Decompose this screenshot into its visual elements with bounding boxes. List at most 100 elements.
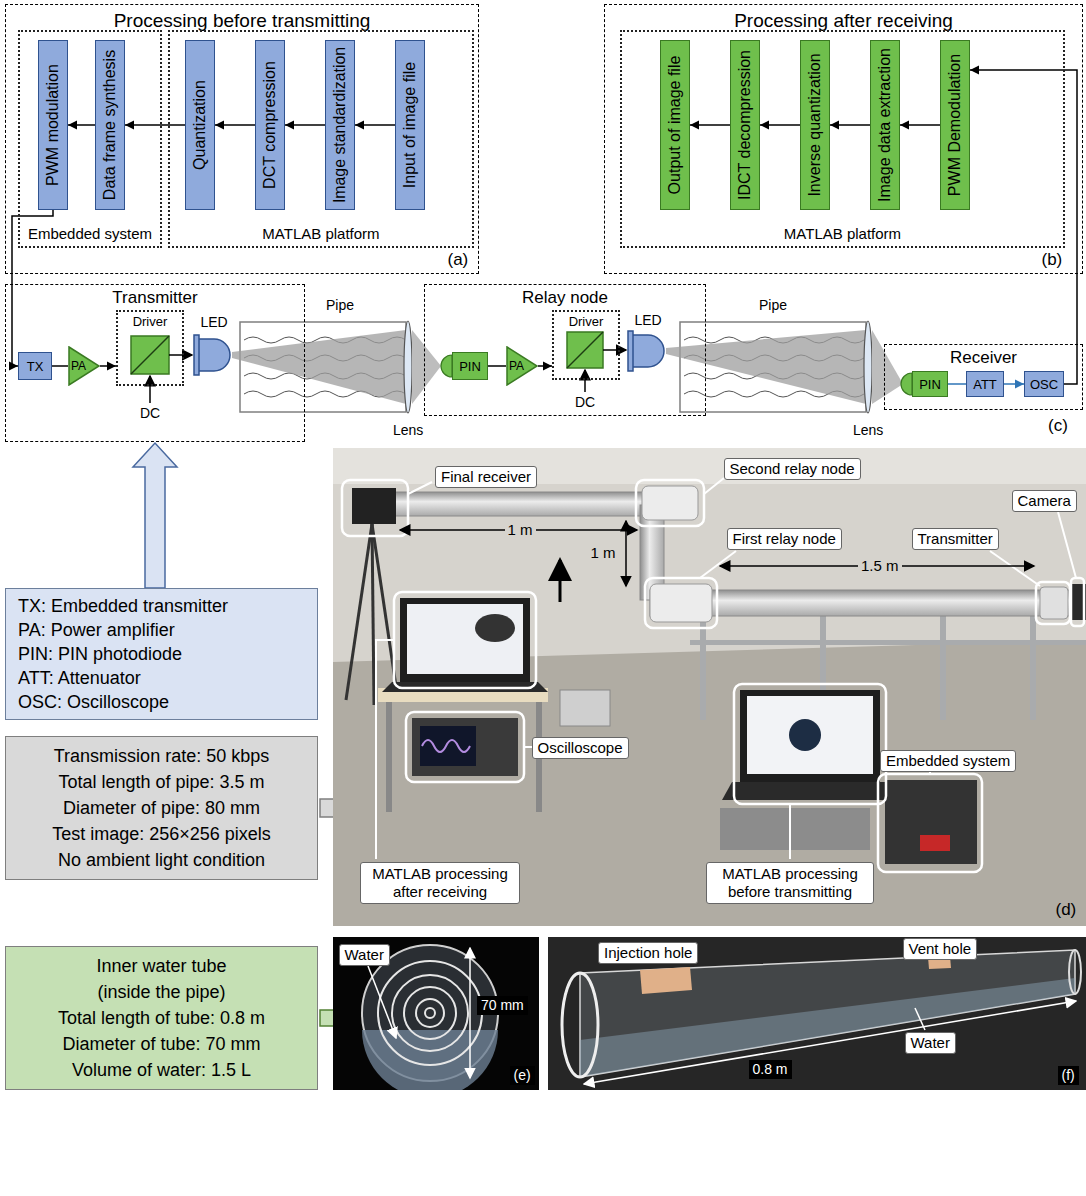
lab-photo	[376, 478, 1076, 859]
lab-photo	[352, 488, 396, 524]
label-box: (c)	[1048, 416, 1068, 436]
label-box: LED	[635, 312, 662, 329]
info-line: Inner water tube (inside the pipe)	[74, 953, 249, 1005]
led-symbol	[628, 331, 633, 371]
driver-group: Driver	[552, 310, 620, 380]
connector	[830, 121, 870, 130]
component-label: OSC	[1030, 377, 1058, 392]
pipe-channel	[232, 321, 903, 413]
lab-photo	[878, 774, 982, 872]
panel-letter: (b)	[1042, 250, 1063, 269]
water-tube-end-photo	[392, 975, 468, 1051]
process-bar: PWM modulation	[38, 40, 68, 210]
arrowhead	[215, 121, 224, 130]
label-box: Transmitter	[912, 528, 999, 550]
module-title: Receiver	[950, 348, 1017, 368]
platform-group: MATLAB platformOutput of image fileIDCT …	[620, 30, 1065, 248]
module-title: Transmitter	[112, 288, 197, 308]
label-box: (e)	[510, 1066, 535, 1085]
info-line: No ambient light condition	[58, 847, 265, 873]
step-label: Inverse quantization	[806, 53, 824, 196]
label-box: DC	[140, 405, 160, 422]
dimension-label: 1 m	[591, 544, 616, 561]
component-label: PIN	[459, 359, 481, 374]
lab-photo	[412, 718, 518, 776]
lab-photo	[560, 690, 610, 726]
component-label: PA	[509, 359, 524, 373]
amplifier-outline	[69, 347, 99, 385]
callout-label: Injection hole	[604, 944, 692, 961]
platform-group: MATLAB platformQuantizationDCT compressi…	[168, 30, 474, 248]
water-tube-end-photo	[404, 987, 456, 1039]
component-label: PA	[71, 359, 86, 373]
water-tube-photo	[548, 937, 1086, 1090]
info-box: Inner water tube (inside the pipe)Total …	[5, 946, 318, 1090]
dimension-label: 0.8 m	[753, 1061, 788, 1077]
arrowhead	[690, 121, 699, 130]
lab-photo	[720, 808, 870, 850]
component-label: ATT	[973, 377, 997, 392]
lab-photo	[394, 592, 536, 688]
connector	[970, 66, 1077, 385]
water-tube-end-photo	[368, 966, 396, 1038]
callout-label: MATLAB processing after receiving	[372, 865, 508, 900]
lab-photo	[789, 719, 821, 751]
lab-photo	[636, 480, 704, 526]
lab-photo	[704, 478, 724, 494]
label-box: Lens	[393, 422, 423, 439]
arrowhead	[1015, 380, 1024, 389]
group-label: Embedded system	[28, 225, 152, 242]
water-tube-end-photo	[333, 937, 539, 1090]
connector	[125, 121, 185, 130]
lab-photo	[346, 524, 372, 700]
label-box: Water	[905, 1032, 956, 1054]
label-box: First relay node	[727, 528, 842, 550]
amplifier-triangle: PA	[68, 346, 100, 386]
dimension-label: 1.5 m	[861, 557, 899, 574]
connector	[133, 443, 177, 588]
dimension-label: 1 m	[508, 521, 533, 538]
water-tube-photo	[584, 1001, 1076, 1084]
lab-photo	[990, 551, 1040, 586]
callout-label: Vent hole	[909, 940, 972, 957]
component-label: PIN	[919, 377, 941, 392]
component-box: ATT	[966, 371, 1004, 397]
panel-title: Processing after receiving	[734, 10, 953, 32]
arrowhead	[830, 121, 839, 130]
connector	[948, 384, 966, 385]
info-line: Volume of water: 1.5 L	[72, 1057, 251, 1083]
part-label: LED	[201, 314, 228, 330]
lab-photo	[333, 448, 1086, 926]
component-box: PIN	[452, 352, 488, 380]
label-box: DC	[575, 394, 595, 411]
process-bar: Inverse quantization	[800, 40, 830, 210]
step-label: Output of image file	[666, 56, 684, 195]
callout-label: First relay node	[733, 530, 836, 547]
dimension-label: (e)	[514, 1067, 531, 1083]
arrowhead	[68, 121, 77, 130]
process-bar: PWM Demodulation	[940, 40, 970, 210]
signal-arrow	[603, 349, 626, 351]
label-box: Camera	[1012, 490, 1077, 512]
label-box: Pipe	[326, 297, 354, 314]
lab-photo	[650, 590, 1086, 616]
process-bar: Quantization	[185, 40, 215, 210]
label-box: (a)	[448, 250, 469, 270]
info-box: Transmission rate: 50 kbpsTotal length o…	[5, 736, 318, 880]
water-tube-photo	[1069, 950, 1081, 994]
module-box: ReceiverPIN ATT OSC	[884, 344, 1083, 410]
info-line: PIN: PIN photodiode	[18, 642, 182, 666]
callout-label: Water	[345, 946, 384, 963]
led-symbol	[194, 335, 199, 375]
callout-label: Transmitter	[918, 530, 993, 547]
process-bar: Output of image file	[660, 40, 690, 210]
label-box: Oscilloscope	[532, 737, 629, 759]
lab-photo	[395, 492, 667, 516]
connector	[1004, 380, 1024, 389]
amplifier-triangle: PA	[506, 346, 538, 386]
label-box: Pipe	[759, 297, 787, 314]
process-bar: Data frame synthesis	[95, 40, 125, 210]
arrowhead	[9, 362, 18, 371]
pipe-channel	[864, 321, 872, 413]
lab-photo	[475, 614, 515, 642]
